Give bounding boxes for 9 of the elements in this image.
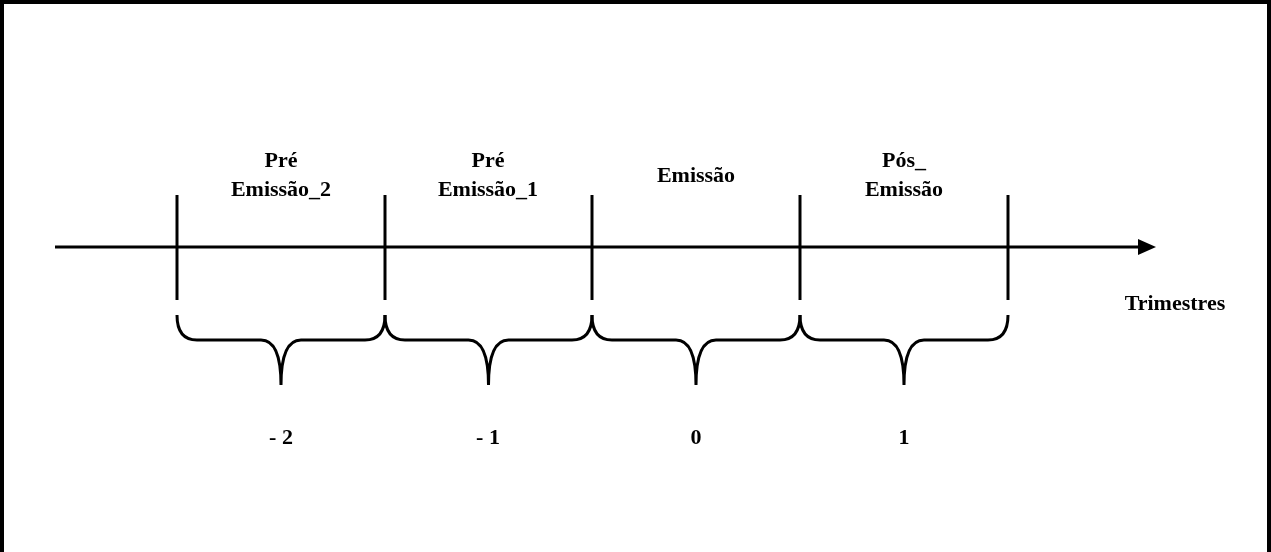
quarter-number: - 1 [475,422,501,451]
axis-label: Trimestres [1123,288,1227,317]
quarter-number: 1 [897,422,911,451]
period-label: Pós_ Emissão [863,146,945,203]
period-label: Emissão [655,160,737,189]
period-label: Pré Emissão_2 [229,146,333,203]
period-label: Pré Emissão_1 [436,146,540,203]
quarter-number: - 2 [268,422,294,451]
quarter-number: 0 [689,422,703,451]
